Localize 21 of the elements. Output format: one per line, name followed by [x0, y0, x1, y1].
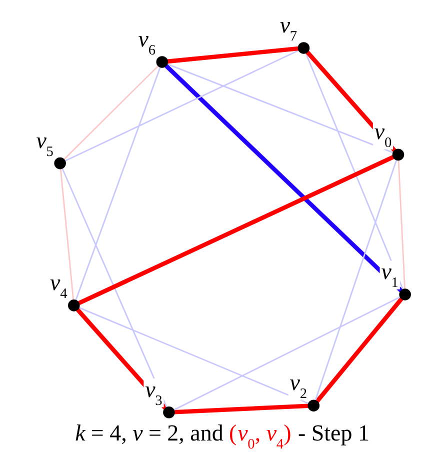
node-circle [68, 300, 80, 312]
node-label: v$_{6}$ [138, 26, 156, 58]
connector [59, 168, 74, 300]
node-label: v$_{4}$ [50, 270, 67, 302]
connector [164, 64, 402, 292]
node-label: v$_{5}$ [36, 128, 53, 160]
connector [314, 160, 397, 401]
caption: k = 4, ν = 2, and (v$_{0}$, v$_{4}$) - Step 1 [74, 420, 370, 452]
node-circle [297, 42, 310, 54]
connector [166, 46, 298, 64]
connector [78, 154, 394, 306]
connector [62, 65, 158, 160]
connector [64, 50, 298, 162]
node-circle [54, 157, 66, 170]
connector [173, 296, 400, 411]
node-label: v$_{7}$ [279, 12, 297, 44]
connector [174, 404, 308, 414]
node-circle [156, 56, 168, 68]
connector [314, 297, 403, 403]
connector [74, 66, 160, 301]
connector [397, 160, 406, 290]
